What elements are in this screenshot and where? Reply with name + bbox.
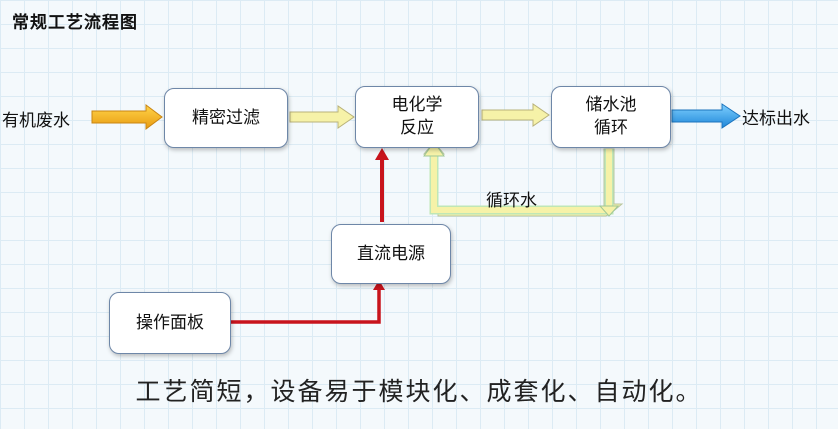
page-title: 常规工艺流程图 [12,13,138,33]
power-node-label: 直流电源 [357,243,425,264]
panel-to-power-line [230,288,381,324]
input-label: 有机废水 [2,111,70,131]
filter-node-label: 精密过滤 [192,107,260,128]
power-node: 直流电源 [331,224,451,284]
electro-node: 电化学 反应 [355,86,479,148]
output-arrow [671,103,741,129]
filter-to-electro-arrow [289,105,355,129]
filter-node: 精密过滤 [164,88,288,148]
input-arrow [91,104,163,130]
panel-node-label: 操作面板 [136,312,204,333]
tank-node-label-1: 储水池 [585,95,637,115]
electro-node-label-1: 电化学 [391,95,443,115]
output-label: 达标出水 [742,109,810,129]
footer-caption: 工艺简短，设备易于模块化、成套化、自动化。 [135,377,703,406]
tank-node: 储水池 循环 [551,86,671,148]
loop-label: 循环水 [486,191,537,211]
panel-node: 操作面板 [109,292,231,354]
electro-to-tank-arrow [481,103,550,127]
electro-node-label-2: 反应 [400,118,434,138]
tank-node-label-2: 循环 [594,118,628,138]
